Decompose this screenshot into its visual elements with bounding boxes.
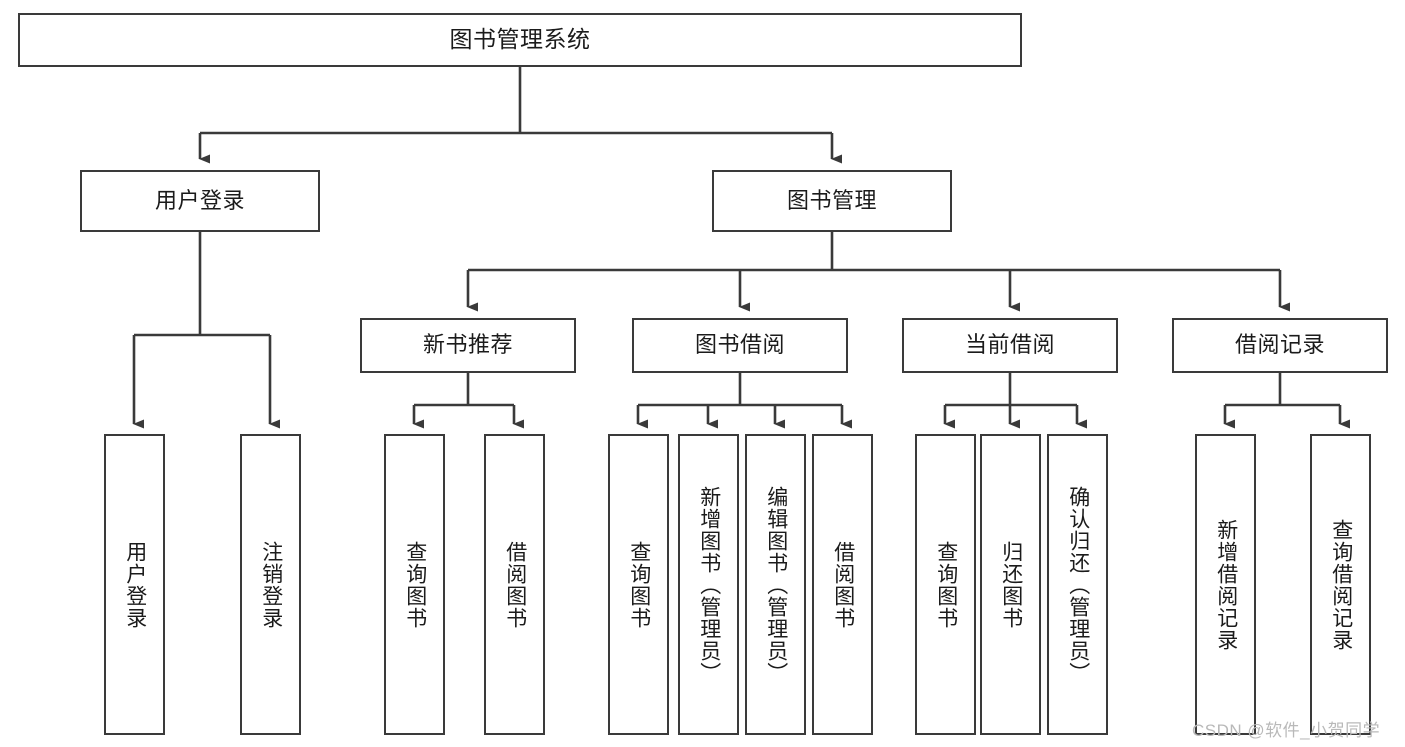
node-label: 借阅图书 — [503, 540, 527, 629]
node-label: 查询图书 — [627, 540, 651, 629]
node-book-management[interactable]: 图书管理 — [712, 170, 952, 232]
node-label: 图书管理系统 — [449, 26, 591, 53]
leaf-new-book-borrow[interactable]: 借阅图书 — [484, 434, 545, 735]
leaf-current-borrow-confirm-return[interactable]: 确认归还（管理员） — [1047, 434, 1108, 735]
node-label: 图书管理 — [786, 187, 877, 213]
csdn-watermark: CSDN @软件_小贺同学 — [1192, 721, 1381, 740]
node-label: 图书借阅 — [694, 332, 785, 358]
node-label: 新增图书（管理员） — [697, 485, 721, 684]
leaf-current-borrow-return[interactable]: 归还图书 — [980, 434, 1041, 735]
node-label: 注销登录 — [259, 540, 283, 629]
node-label: 归还图书 — [999, 540, 1023, 629]
node-label: 查询借阅记录 — [1329, 518, 1353, 651]
node-book-borrow[interactable]: 图书借阅 — [632, 318, 848, 373]
node-label: 借阅图书 — [831, 540, 855, 629]
node-label: 用户登录 — [123, 540, 147, 629]
node-label: 借阅记录 — [1234, 332, 1325, 358]
node-label: 查询图书 — [934, 540, 958, 629]
node-label: 当前借阅 — [964, 332, 1055, 358]
node-root-system[interactable]: 图书管理系统 — [18, 13, 1022, 67]
node-label: 新增借阅记录 — [1214, 518, 1238, 651]
node-new-book-recommend[interactable]: 新书推荐 — [360, 318, 576, 373]
leaf-current-borrow-query[interactable]: 查询图书 — [915, 434, 976, 735]
leaf-user-login-signin[interactable]: 用户登录 — [104, 434, 165, 735]
node-label: 查询图书 — [403, 540, 427, 629]
leaf-user-login-signout[interactable]: 注销登录 — [240, 434, 301, 735]
leaf-borrow-record-add[interactable]: 新增借阅记录 — [1195, 434, 1256, 735]
leaf-book-borrow-add[interactable]: 新增图书（管理员） — [678, 434, 739, 735]
node-current-borrow[interactable]: 当前借阅 — [902, 318, 1118, 373]
node-label: 编辑图书（管理员） — [764, 485, 788, 684]
node-label: 新书推荐 — [422, 332, 513, 358]
leaf-borrow-record-query[interactable]: 查询借阅记录 — [1310, 434, 1371, 735]
node-label: 确认归还（管理员） — [1066, 485, 1090, 684]
node-borrow-record[interactable]: 借阅记录 — [1172, 318, 1388, 373]
leaf-book-borrow-query[interactable]: 查询图书 — [608, 434, 669, 735]
leaf-book-borrow-edit[interactable]: 编辑图书（管理员） — [745, 434, 806, 735]
node-label: 用户登录 — [154, 187, 245, 213]
leaf-book-borrow-lend[interactable]: 借阅图书 — [812, 434, 873, 735]
node-user-login[interactable]: 用户登录 — [80, 170, 320, 232]
leaf-new-book-query[interactable]: 查询图书 — [384, 434, 445, 735]
